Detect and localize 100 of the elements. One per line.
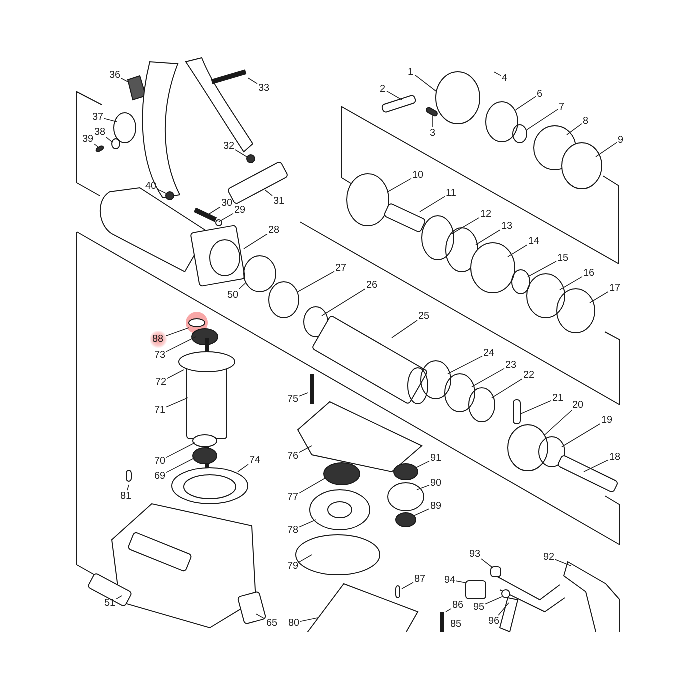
callout-number: 79 [286, 560, 300, 572]
callout-number: 51 [104, 598, 117, 608]
leader-line [94, 144, 98, 148]
leader-line [584, 460, 609, 472]
callout-number: 38 [94, 126, 107, 138]
leader-line [238, 282, 246, 290]
callout-number: 36 [108, 70, 122, 80]
callout-number: 75 [286, 394, 300, 404]
callout-number: 33 [258, 82, 271, 94]
leader-line [526, 109, 558, 130]
callout-number: 1 [407, 66, 415, 78]
leader-line [121, 78, 128, 82]
leader-line [416, 485, 430, 490]
leader-line [485, 596, 502, 605]
callout-number: 85 [450, 618, 463, 630]
callout-number: 91 [430, 452, 443, 464]
leader-line [494, 72, 502, 76]
leader-line [104, 118, 118, 122]
leader-line [264, 190, 273, 196]
callout-number: 7 [558, 102, 566, 112]
callout-number: 89 [430, 500, 443, 512]
callout-number: 20 [572, 400, 585, 410]
leader-line [208, 206, 221, 216]
callout-number: 76 [286, 450, 300, 462]
leader-line [446, 608, 452, 612]
callout-number: 31 [272, 196, 286, 206]
callout-number: 21 [552, 392, 565, 404]
callout-number: 15 [556, 252, 570, 264]
leader-line [235, 150, 248, 158]
callout-number: 78 [286, 524, 300, 536]
leader-line [566, 124, 582, 136]
leader-line [414, 508, 430, 516]
leader-line [388, 178, 412, 192]
leader-line [256, 614, 266, 620]
leader-line [544, 410, 572, 436]
callout-number: 90 [430, 478, 443, 488]
leader-line [322, 288, 366, 316]
callout-number: 2 [379, 84, 387, 94]
leader-line [472, 368, 505, 388]
leader-line [476, 230, 501, 246]
leader-line [106, 137, 112, 142]
leader-line [508, 244, 528, 258]
callout-number: 3 [429, 128, 437, 138]
leader-line [555, 559, 572, 566]
leader-line [299, 520, 316, 528]
callout-number: 65 [266, 618, 279, 628]
callout-number: 11 [445, 188, 458, 198]
callout-number: 22 [522, 370, 536, 380]
leader-line [498, 602, 510, 616]
callout-number: 27 [334, 262, 348, 274]
callout-number: 72 [154, 376, 168, 388]
callout-number: 96 [488, 616, 501, 626]
leader-line [166, 442, 196, 458]
callout-number: 18 [608, 452, 622, 462]
callout-number: 19 [600, 414, 614, 426]
callout-number: 23 [504, 360, 518, 370]
leader-line [299, 554, 312, 563]
leader-line [516, 96, 536, 110]
callout-number: 92 [542, 552, 556, 562]
callout-number: 25 [418, 310, 431, 322]
callout-number: 50 [226, 290, 240, 300]
callout-number: 29 [234, 204, 247, 216]
callout-number: 71 [154, 404, 167, 416]
leader-line [562, 424, 601, 448]
leader-line [414, 74, 438, 92]
leader-line [452, 217, 480, 234]
callout-number: 16 [582, 268, 596, 278]
leader-line [596, 142, 618, 158]
callout-number: 30 [220, 198, 234, 208]
callout-number: 32 [222, 140, 236, 152]
callout-number: 73 [154, 350, 167, 360]
callout-number: 74 [248, 454, 262, 466]
leader-line [386, 90, 402, 100]
leader-line [248, 78, 258, 84]
leader-line [166, 336, 196, 352]
callout-number: 9 [617, 134, 625, 146]
callout-number: 94 [444, 574, 457, 586]
callout-number: 6 [536, 88, 544, 100]
callout-number: 86 [452, 600, 465, 610]
callout-number: 81 [120, 490, 133, 502]
leader-line [432, 116, 434, 128]
leader-line [456, 580, 466, 584]
callout-number: 13 [500, 220, 514, 232]
leader-line [167, 370, 184, 379]
leader-line [392, 320, 418, 338]
callout-number: 77 [286, 492, 300, 502]
leader-line [300, 618, 318, 622]
leader-line [166, 458, 196, 474]
callout-number: 93 [468, 548, 482, 560]
leader-line [481, 558, 494, 568]
callout-number: 95 [472, 602, 486, 612]
callout-number: 14 [528, 236, 541, 246]
leader-line [448, 356, 483, 374]
callout-number: 88 [150, 330, 167, 348]
leader-line [116, 596, 122, 600]
leader-line [492, 378, 523, 398]
callout-number: 24 [482, 348, 496, 358]
leader-line [420, 196, 446, 212]
leader-line [590, 292, 609, 304]
leader-line [528, 261, 557, 278]
